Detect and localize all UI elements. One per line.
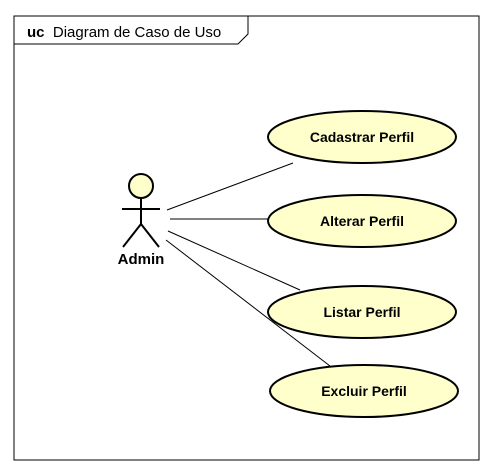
frame-title: Diagram de Caso de Uso bbox=[53, 24, 221, 41]
association-cadastrar bbox=[166, 162, 294, 211]
use-case-alterar-perfil: Alterar Perfil bbox=[267, 194, 457, 248]
use-case-cadastrar-perfil: Cadastrar Perfil bbox=[267, 110, 457, 164]
use-case-excluir-perfil: Excluir Perfil bbox=[269, 364, 459, 418]
use-case-ellipse bbox=[269, 364, 459, 418]
associations bbox=[165, 162, 331, 367]
use-case-listar-perfil: Listar Perfil bbox=[267, 285, 457, 339]
frame-name-tab bbox=[14, 16, 249, 45]
frame-keyword: uc bbox=[27, 24, 49, 41]
actor-right-leg bbox=[140, 223, 160, 248]
actor-admin bbox=[122, 173, 160, 248]
use-case-ellipse bbox=[267, 110, 457, 164]
use-case-ellipse bbox=[267, 194, 457, 248]
association-excluir bbox=[165, 239, 331, 367]
use-case-label: Excluir Perfil bbox=[321, 383, 407, 399]
use-case-label: Listar Perfil bbox=[323, 304, 400, 320]
actor-head bbox=[128, 173, 154, 199]
use-case-label: Cadastrar Perfil bbox=[310, 129, 414, 145]
use-case-label: Alterar Perfil bbox=[320, 213, 404, 229]
actor-left-leg bbox=[122, 223, 142, 248]
association-listar bbox=[167, 230, 301, 291]
actor-label: Admin bbox=[118, 251, 165, 268]
use-case-ellipse bbox=[267, 285, 457, 339]
frame-name: uc Diagram de Caso de Uso bbox=[27, 24, 221, 41]
